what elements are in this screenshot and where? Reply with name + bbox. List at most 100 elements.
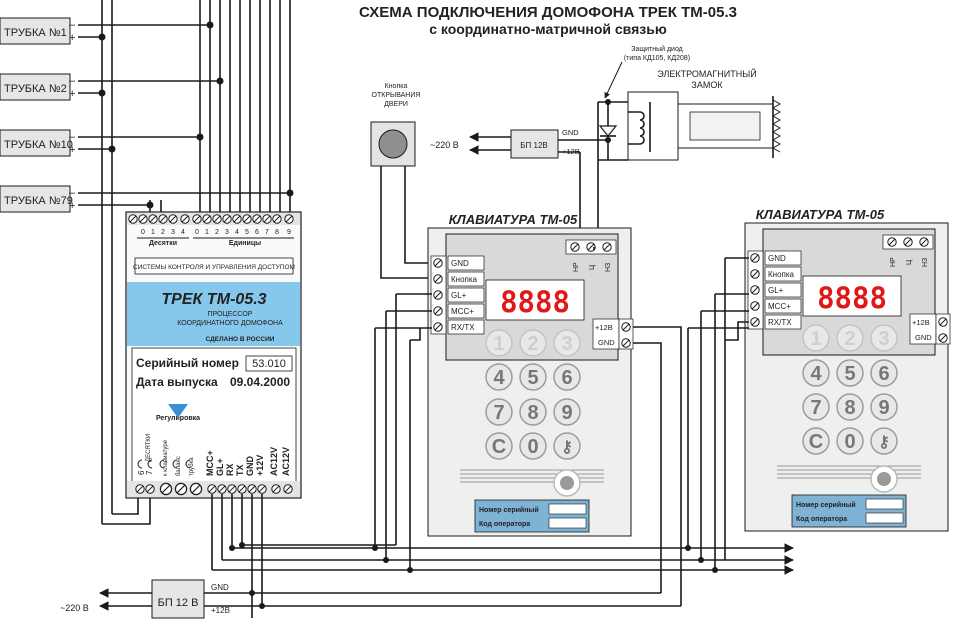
svg-text:GND: GND: [768, 254, 786, 263]
electromagnetic-lock: ЭЛЕКТРОМАГНИТНЫЙ ЗАМОК: [627, 68, 782, 161]
svg-text:ЭЛЕКТРОМАГНИТНЫЙ: ЭЛЕКТРОМАГНИТНЫЙ: [657, 68, 756, 79]
svg-text:Ц: Ц: [589, 264, 596, 270]
svg-text:GND: GND: [245, 456, 255, 477]
svg-text:GND: GND: [451, 259, 469, 268]
keypad-2-display: 8888: [817, 281, 887, 315]
svg-text:Ц: Ц: [906, 259, 913, 265]
svg-text:0: 0: [195, 229, 199, 236]
matrix-bus: [101, 0, 291, 525]
svg-text:3: 3: [225, 229, 229, 236]
diagram-subtitle: с координатно-матричной связью: [429, 21, 667, 37]
svg-text:AC12V: AC12V: [269, 447, 279, 476]
handset-10-label: ТРУБКА №10: [4, 139, 73, 151]
keypad-2-key: 3: [878, 328, 889, 350]
svg-text:+: +: [69, 88, 75, 100]
svg-text:баланс: баланс: [176, 456, 182, 476]
svg-text:MCC+: MCC+: [205, 450, 215, 476]
svg-text:ЗАМОК: ЗАМОК: [691, 80, 723, 90]
coil-icon: [628, 111, 645, 145]
keypad-1-key-icon: ⚷: [561, 439, 573, 456]
keypad-1-key: 7: [493, 402, 504, 424]
handset-10: ТРУБКА №10 – +: [0, 129, 204, 157]
svg-text:НР: НР: [573, 262, 580, 272]
svg-text:2: 2: [161, 229, 165, 236]
psu-bottom-mains: ~220 В: [60, 603, 89, 613]
camera-icon: [560, 476, 574, 490]
keypad-2-wires: [688, 257, 749, 341]
diagram-title: СХЕМА ПОДКЛЮЧЕНИЯ ДОМОФОНА ТРЕК ТМ-05.3: [359, 4, 737, 21]
svg-text:НЗ: НЗ: [922, 258, 929, 267]
keypad-2-key: 1: [810, 328, 821, 350]
svg-text:6: 6: [255, 229, 259, 236]
svg-text:+12В: +12В: [211, 606, 230, 615]
keypad-2: КЛАВИАТУРА ТМ-05 8888 GND Кнопка GL+ MCC…: [744, 207, 951, 532]
keypad-1-key: 4: [493, 367, 505, 389]
svg-text:Код оператора: Код оператора: [479, 521, 530, 528]
keypad-1-key: 3: [561, 333, 572, 355]
handset-79-label: ТРУБКА №79: [4, 195, 73, 207]
svg-text:3: 3: [171, 229, 175, 236]
svg-text:–: –: [69, 131, 76, 143]
psu-top-label: БП 12В: [520, 141, 547, 150]
keypad-2-key: 0: [844, 431, 855, 453]
svg-text:+12В: +12В: [912, 318, 930, 327]
svg-text:трубка: трубка: [189, 457, 195, 476]
tens-label: Десятки: [149, 240, 177, 247]
svg-text:–: –: [69, 19, 76, 31]
svg-text:9: 9: [287, 229, 291, 236]
svg-text:GND: GND: [915, 333, 932, 342]
svg-text:MCC+: MCC+: [451, 307, 474, 316]
bottom-terminal-strip: [127, 481, 300, 497]
svg-text:GND: GND: [211, 583, 229, 592]
svg-text:8: 8: [275, 229, 279, 236]
handset-1-label: ТРУБКА №1: [4, 27, 67, 39]
keypad-1-key: 1: [493, 333, 504, 355]
keypad-2-key: 5: [844, 363, 855, 385]
svg-text:к клавиатуре: к клавиатуре: [163, 439, 169, 476]
svg-text:RX: RX: [225, 463, 235, 476]
svg-text:СДЕЛАНО В РОССИИ: СДЕЛАНО В РОССИИ: [206, 336, 275, 343]
keypad-1-key: 6: [561, 367, 572, 389]
keypad-1-wires: [375, 247, 595, 341]
svg-text:ОТКРЫВАНИЯ: ОТКРЫВАНИЯ: [372, 92, 421, 99]
svg-text:GND: GND: [598, 338, 615, 347]
svg-text:КООРДИНАТНОГО ДОМОФОНА: КООРДИНАТНОГО ДОМОФОНА: [177, 320, 283, 327]
svg-text:НР: НР: [890, 257, 897, 267]
keypad-1-key: 0: [527, 436, 538, 458]
bottom-bus: [203, 294, 794, 618]
svg-text:AC12V: AC12V: [281, 447, 291, 476]
handset-1: ТРУБКА №1 – +: [0, 17, 214, 45]
keypad-2-key: 8: [844, 397, 855, 419]
svg-text:ДЕСЯТКИ: ДЕСЯТКИ: [146, 434, 152, 462]
svg-text:4: 4: [235, 229, 239, 236]
svg-text:GL+: GL+: [215, 458, 225, 476]
keypad-2-key: 7: [810, 397, 821, 419]
keypad-2-key: 4: [810, 363, 822, 385]
diode-icon: [598, 125, 618, 137]
svg-text:7: 7: [145, 470, 154, 475]
svg-text:Номер серийный: Номер серийный: [479, 506, 539, 514]
svg-text:0: 0: [141, 229, 145, 236]
pointer-icon: [168, 404, 188, 418]
keypad-1-key: С: [492, 436, 506, 458]
svg-text:Защитный диод: Защитный диод: [631, 45, 683, 53]
svg-text:1: 1: [151, 229, 155, 236]
svg-text:–: –: [69, 187, 76, 199]
keypad-1-key: 2: [527, 333, 538, 355]
svg-text:+: +: [69, 144, 75, 156]
keypad-1-title: КЛАВИАТУРА ТМ-05: [449, 212, 578, 227]
svg-text:GND: GND: [562, 128, 579, 137]
svg-text:НЗ: НЗ: [605, 263, 612, 272]
svg-text:–: –: [69, 75, 76, 87]
svg-text:ПРОЦЕССОР: ПРОЦЕССОР: [208, 311, 253, 318]
svg-text:RX/TX: RX/TX: [451, 323, 475, 332]
svg-text:GL+: GL+: [451, 291, 467, 300]
keypad-2-title: КЛАВИАТУРА ТМ-05: [756, 207, 885, 222]
keypad-1-display: 8888: [500, 285, 570, 319]
psu-top-mains: ~220 В: [430, 140, 459, 150]
svg-text:TX: TX: [235, 464, 245, 476]
keypad-2-key-icon: ⚷: [878, 434, 890, 451]
brand-panel: [127, 282, 300, 346]
svg-text:4: 4: [181, 229, 185, 236]
svg-text:2: 2: [215, 229, 219, 236]
